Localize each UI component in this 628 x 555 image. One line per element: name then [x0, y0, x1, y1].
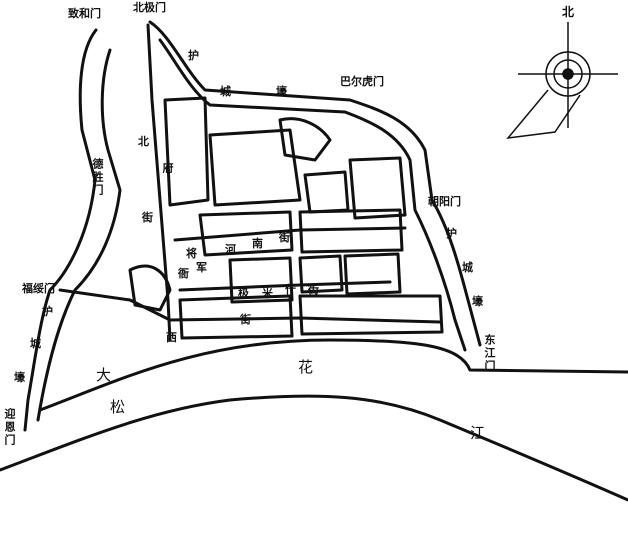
river-label-jiang: 江 [470, 424, 486, 442]
river-label-da: 大 [96, 366, 112, 384]
river-bank-north [38, 338, 628, 412]
street-label-nan: 南 [252, 237, 263, 250]
inner-wall-east [158, 38, 467, 352]
street-label-jie4: 街 [240, 313, 251, 326]
river-label-song: 松 [110, 398, 126, 416]
gate-baerhu: 巴尔虎门 [340, 75, 384, 88]
gate-beiji: 北极门 [133, 1, 166, 14]
street-label-shi: 什 [285, 283, 296, 296]
gate-zhihe: 致和门 [68, 7, 101, 20]
moat-label-qiang3: 壕 [14, 371, 25, 384]
street-label-qi: 将 [186, 247, 197, 260]
street-south [168, 316, 442, 324]
gate-dongjiang: 东江门 [483, 334, 496, 373]
moat-label-hu3: 护 [42, 305, 53, 318]
moat-label-qiang1: 壕 [276, 85, 287, 98]
moat-label-cheng2: 城 [462, 261, 473, 274]
moat-label-qiang2: 壕 [472, 295, 483, 308]
street-label-xi: 西 [166, 331, 177, 344]
street-label-jun: 军 [196, 261, 207, 274]
street-label-mi: 米 [262, 287, 273, 300]
street-label-ya: 衙 [178, 267, 189, 280]
moat-outer [23, 28, 98, 432]
street-mid [178, 280, 392, 292]
compass-north-label: 北 [562, 5, 575, 19]
compass-rose [506, 22, 618, 139]
moat-label-cheng1: 城 [220, 85, 231, 98]
river-bank-south [0, 394, 628, 502]
street-label-jie3: 街 [308, 283, 319, 296]
street-label-jie1: 街 [142, 211, 153, 224]
street-north [146, 23, 172, 342]
street-label-fu: 府 [161, 162, 174, 175]
street-label-he: 河 [225, 243, 236, 256]
moat-label-cheng3: 城 [30, 337, 41, 350]
street-label-ji: 极 [238, 287, 249, 300]
gate-chaoyang: 朝阳门 [428, 195, 461, 208]
street-label-bei: 北 [138, 135, 149, 148]
moat-label-hu2: 护 [446, 227, 457, 240]
river-label-hua: 花 [298, 358, 314, 376]
street-label-jie2: 街 [279, 231, 290, 244]
street-west [58, 288, 172, 322]
gate-fuyuan: 福绥门 [22, 282, 55, 295]
moat-label-hu1: 护 [188, 49, 199, 62]
moat-top [148, 20, 482, 347]
gate-xunxian: 迎恩门 [3, 408, 16, 447]
inner-wall [36, 48, 122, 422]
gate-mushengong: 德胜门 [91, 158, 104, 197]
